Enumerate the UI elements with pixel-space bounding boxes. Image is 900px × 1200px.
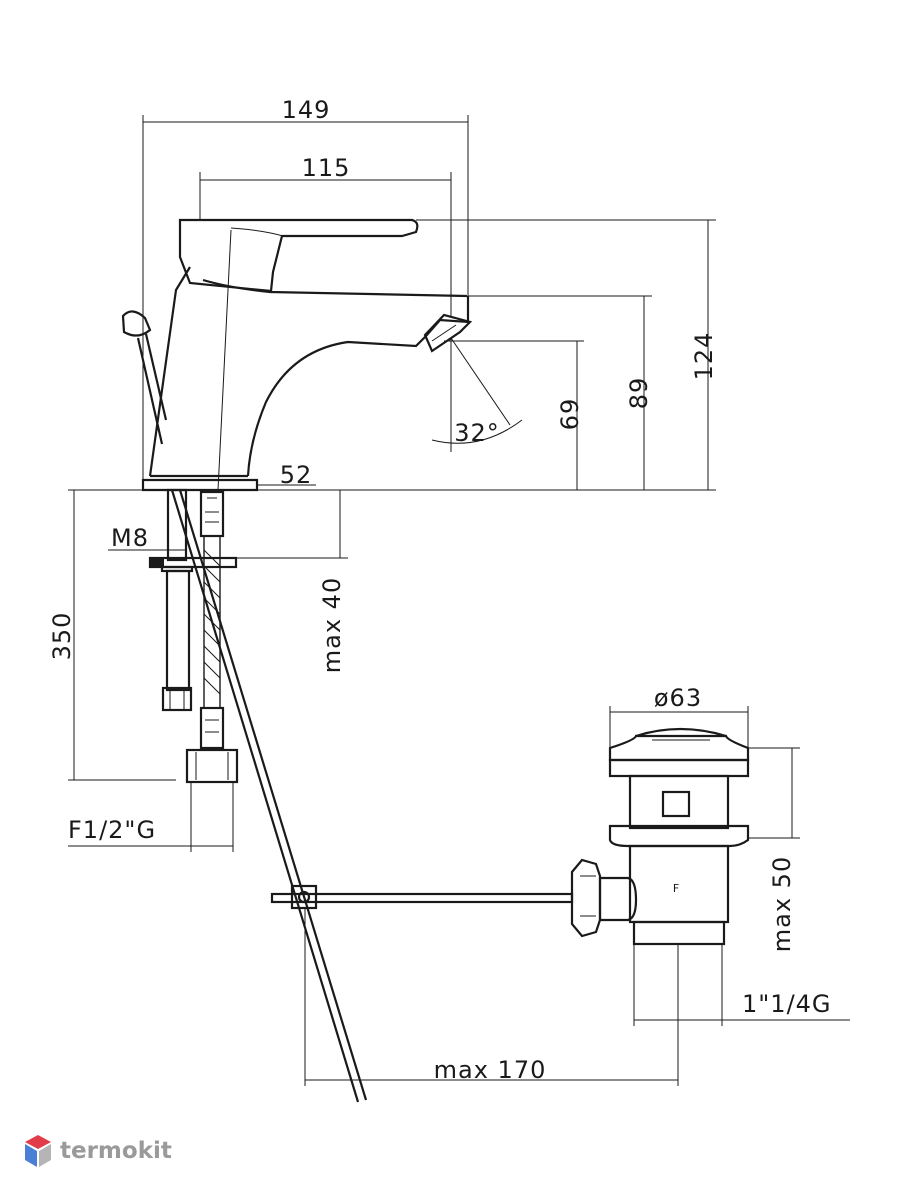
dim-rod-length: max 170 bbox=[434, 1056, 547, 1084]
dim-base-diameter: 52 bbox=[280, 461, 313, 489]
dim-width-spout: 115 bbox=[302, 154, 351, 182]
dim-hose-connection: F1/2"G bbox=[68, 816, 156, 844]
dim-waste-thickness: max 50 bbox=[768, 856, 796, 952]
dim-angle: 32° bbox=[454, 419, 500, 447]
dim-hose-length: 350 bbox=[48, 612, 76, 661]
watermark: termokit bbox=[24, 1134, 172, 1168]
faucet-body bbox=[121, 218, 473, 492]
dim-waste-diameter: ø63 bbox=[654, 684, 702, 712]
dimension-lines bbox=[68, 115, 850, 1086]
watermark-text: termokit bbox=[60, 1138, 172, 1164]
dim-thread-rod: M8 bbox=[111, 524, 149, 552]
dim-waste-thread: 1"1/4G bbox=[742, 990, 832, 1018]
dim-height-aerator: 69 bbox=[556, 398, 584, 431]
dim-width-total: 149 bbox=[282, 96, 331, 124]
dim-height-total: 124 bbox=[690, 332, 718, 381]
waste-valve bbox=[270, 727, 750, 946]
dim-deck-thickness: max 40 bbox=[318, 577, 346, 673]
dim-height-spout: 89 bbox=[625, 377, 653, 410]
underdeck-assembly bbox=[148, 488, 368, 1103]
termokit-logo-icon bbox=[25, 1135, 51, 1167]
waste-marking: F bbox=[673, 882, 679, 895]
